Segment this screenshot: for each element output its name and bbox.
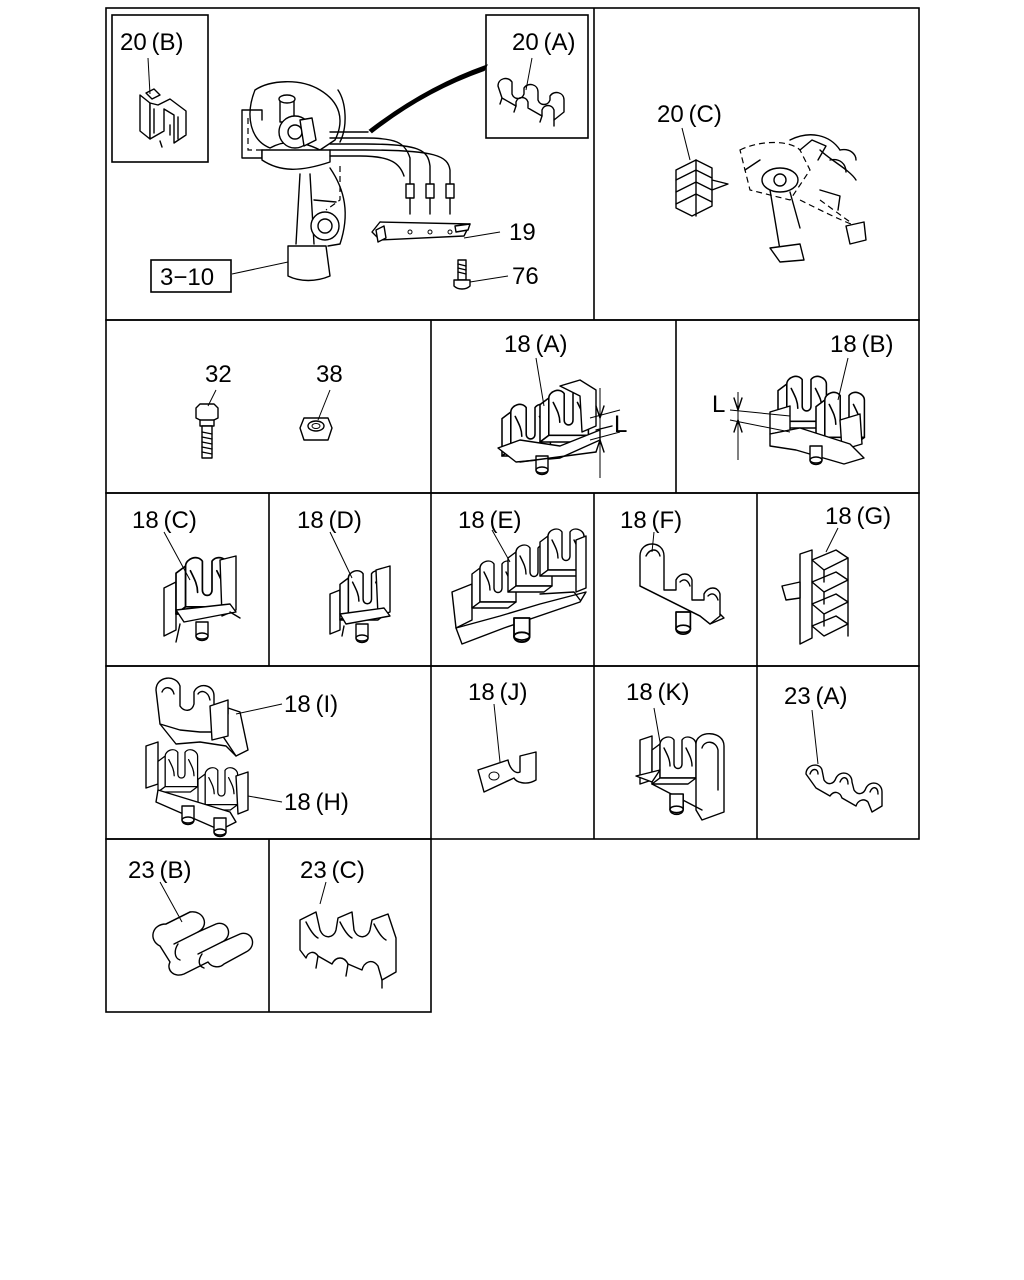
panel-grid — [105, 7, 920, 1013]
pedal-assembly-20c-figure — [739, 134, 867, 263]
panel-23c: 23 (C) — [299, 857, 397, 989]
clip-18h-figure — [145, 741, 249, 838]
clip-23c-figure — [299, 911, 397, 989]
panel-18e: 18 (E) — [451, 507, 587, 645]
label-19: 19 — [509, 219, 536, 246]
leader-19 — [463, 231, 501, 239]
leader-18e — [491, 529, 511, 563]
clip-20a-figure — [497, 77, 565, 127]
leader-38 — [317, 389, 331, 421]
leader-23b — [159, 881, 183, 923]
label-76: 76 — [512, 263, 539, 290]
ref-box-3-10 — [150, 259, 232, 293]
panel-23a: 23 (A) — [784, 683, 883, 813]
label-18d: 18 (D) — [297, 507, 362, 534]
clip-18j-figure — [477, 751, 537, 793]
leader-18a — [535, 357, 545, 407]
leader-20a — [525, 57, 533, 91]
panel-32-38: 32 38 — [195, 361, 343, 459]
leader-3-10 — [231, 261, 289, 275]
dimension-L-b — [729, 392, 791, 460]
label-20c: 20 (C) — [657, 101, 722, 128]
label-23b: 23 (B) — [128, 857, 192, 884]
panel-18j: 18 (J) — [468, 679, 537, 793]
panel-18d: 18 (D) — [297, 507, 391, 644]
clip-18e-figure — [451, 528, 587, 645]
clip-18f-figure — [639, 543, 725, 636]
leader-76 — [469, 275, 509, 283]
leader-18c — [163, 531, 191, 581]
clip-18b-figure — [769, 375, 866, 466]
label-18i: 18 (I) — [284, 691, 338, 718]
leader-32 — [207, 389, 217, 407]
clip-20b-figure — [139, 88, 187, 148]
callout-swoosh — [368, 64, 489, 134]
label-32: 32 — [205, 361, 232, 388]
label-23a: 23 (A) — [784, 683, 848, 710]
label-18a: 18 (A) — [504, 331, 568, 358]
label-20b: 20 (B) — [120, 29, 184, 56]
label-18c: 18 (C) — [132, 507, 197, 534]
label-38: 38 — [316, 361, 343, 388]
panel-18b: 18 (B) L — [712, 331, 894, 466]
clip-23a-figure — [805, 764, 883, 813]
leader-23a — [811, 709, 819, 765]
label-18k: 18 (K) — [626, 679, 690, 706]
leader-23c — [319, 881, 327, 905]
label-20a: 20 (A) — [512, 29, 576, 56]
clip-18i-figure — [155, 677, 249, 757]
clip-18c-figure — [163, 555, 241, 643]
label-18h: 18 (H) — [284, 789, 349, 816]
pedal-assembly-figure — [241, 81, 471, 290]
clip-18g-figure — [781, 549, 849, 645]
nut-38-figure — [299, 417, 333, 441]
leader-18k — [653, 707, 661, 743]
panel-18k: 18 (K) — [626, 679, 725, 821]
panel-main-assembly: 20 (B) 20 (A) 19 76 3−10 — [111, 14, 589, 293]
leader-18d — [329, 531, 353, 579]
label-L-b: L — [712, 391, 725, 418]
panel-18a: 18 (A) L — [497, 331, 627, 478]
panel-18c: 18 (C) — [132, 507, 241, 643]
inset-20a-box — [485, 14, 589, 139]
label-L-a: L — [614, 411, 627, 438]
label-18f: 18 (F) — [620, 507, 682, 534]
leader-18b — [837, 357, 849, 401]
clip-18a-figure — [497, 379, 613, 476]
panel-20c: 20 (C) — [657, 101, 867, 263]
leader-18i — [235, 703, 283, 715]
label-18e: 18 (E) — [458, 507, 522, 534]
clip-23b-figure — [152, 911, 254, 976]
bolt-32-figure — [195, 403, 219, 459]
leader-20c — [681, 127, 691, 161]
inset-20b-box — [111, 14, 209, 163]
leader-18f — [651, 531, 655, 553]
clip-20c-figure — [675, 159, 729, 217]
clip-18k-figure — [635, 733, 725, 821]
dimension-L-a — [589, 388, 621, 478]
panel-18g: 18 (G) — [781, 503, 891, 645]
label-18g: 18 (G) — [825, 503, 891, 530]
panel-18h-18i: 18 (I) 18 (H) — [145, 677, 349, 838]
leader-18j — [493, 703, 501, 763]
label-18b: 18 (B) — [830, 331, 894, 358]
leader-20b — [147, 57, 151, 95]
panel-23b: 23 (B) — [128, 857, 254, 976]
label-23c: 23 (C) — [300, 857, 365, 884]
label-18j: 18 (J) — [468, 679, 527, 706]
label-3-10: 3−10 — [160, 264, 214, 291]
leader-18g — [825, 527, 839, 553]
panel-18f: 18 (F) — [620, 507, 725, 636]
clip-18d-figure — [329, 565, 391, 644]
leader-18h — [247, 795, 283, 803]
